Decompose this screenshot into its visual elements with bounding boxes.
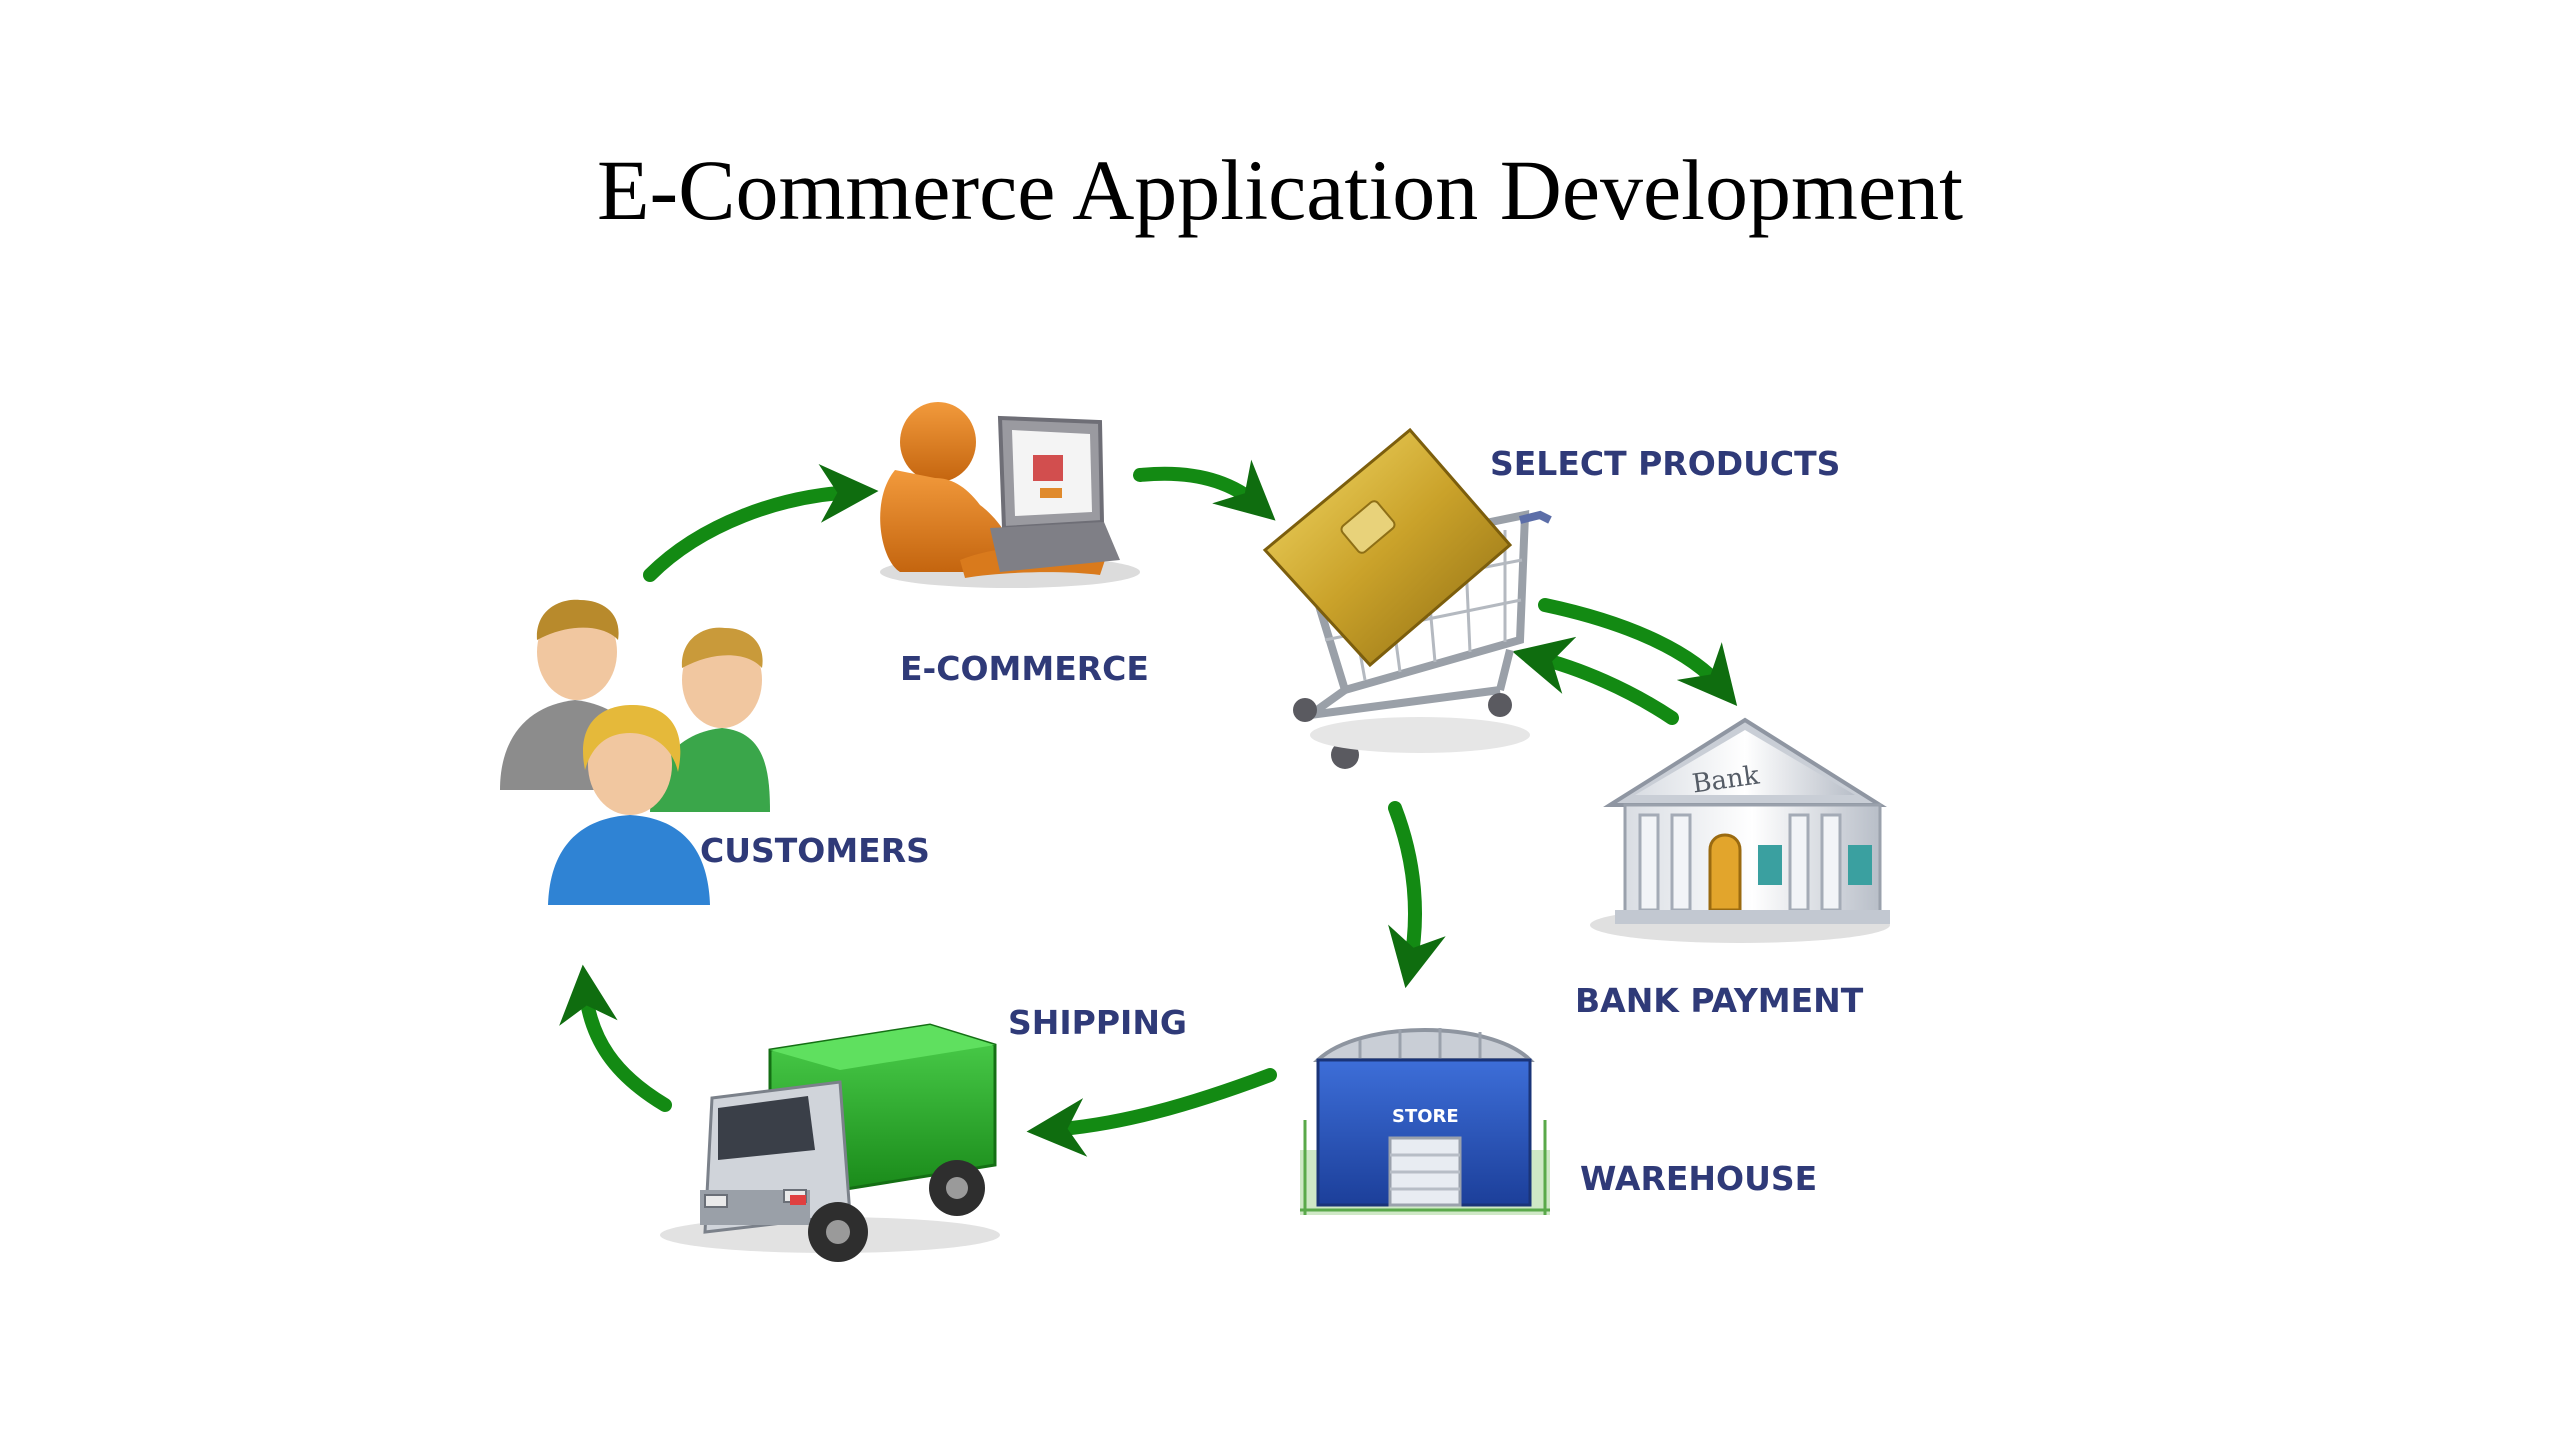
people-group-icon — [500, 599, 770, 905]
arrow-ecommerce-to-products — [1133, 459, 1276, 521]
arrow-warehouse-to-shipping — [1026, 1068, 1277, 1157]
bank-payment-label: BANK PAYMENT — [1575, 981, 1864, 1020]
arrow-products-to-warehouse — [1388, 801, 1446, 989]
select-products-label: SELECT PRODUCTS — [1490, 444, 1840, 483]
flow-arrows — [559, 459, 1738, 1157]
bank-building-icon: Bank — [1590, 717, 1890, 943]
store-warehouse-icon: STORE — [1300, 1028, 1550, 1215]
ecommerce-label: E-COMMERCE — [900, 649, 1149, 688]
arrow-bank-to-products — [1512, 636, 1679, 725]
arrow-shipping-to-customers — [559, 964, 672, 1112]
customers-label: CUSTOMERS — [700, 831, 930, 870]
page-title: E-Commerce Application Development — [596, 142, 1964, 238]
warehouse-label: WAREHOUSE — [1580, 1159, 1817, 1198]
arrow-products-to-bank — [1538, 598, 1738, 706]
arrow-customers-to-ecommerce — [643, 464, 879, 582]
shopping-cart-card-icon — [1262, 427, 1552, 769]
person-laptop-icon — [880, 402, 1140, 588]
shipping-label: SHIPPING — [1008, 1003, 1187, 1042]
delivery-truck-icon — [660, 1023, 1000, 1262]
store-sign: STORE — [1392, 1106, 1459, 1127]
